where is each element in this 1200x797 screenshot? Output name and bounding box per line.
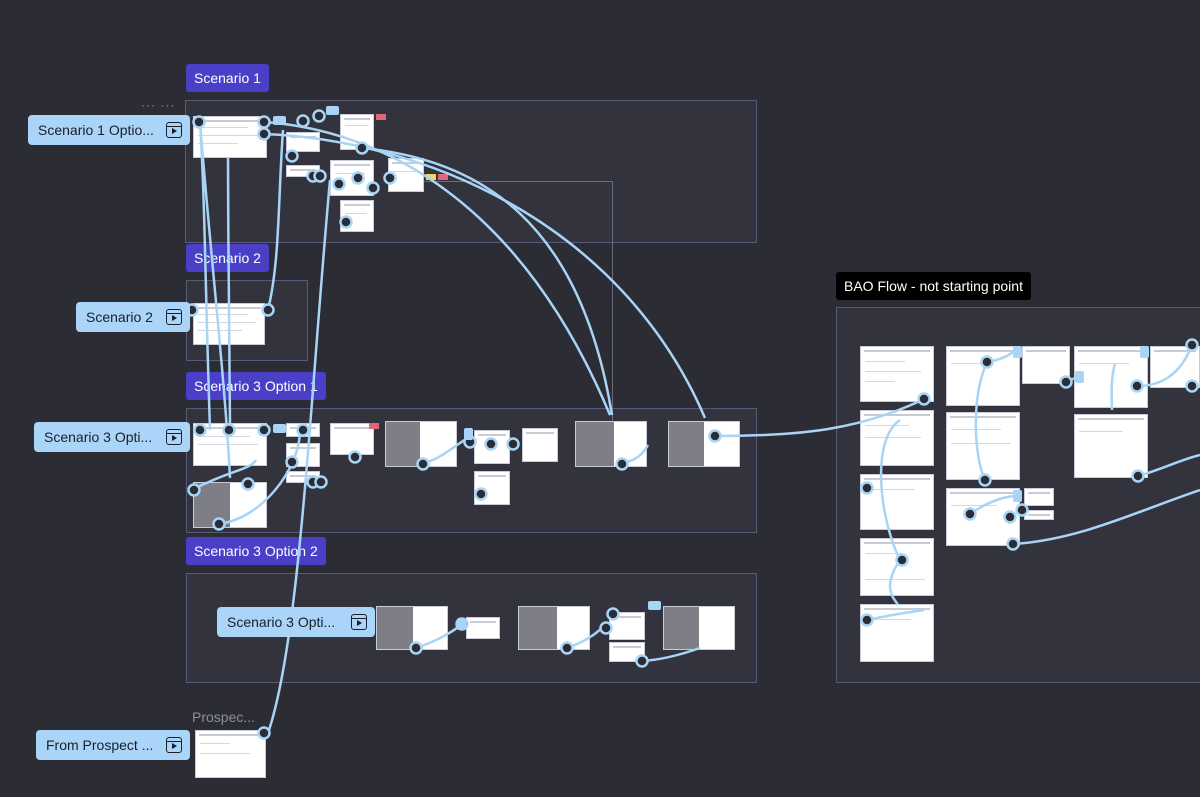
screen-frame[interactable]	[193, 423, 267, 466]
play-flow-icon[interactable]	[166, 309, 182, 325]
screen-frame[interactable]	[474, 430, 510, 464]
section-label-scenario-1[interactable]: Scenario 1	[186, 64, 269, 92]
flow-start-scenario-1[interactable]: Scenario 1 Optio...	[28, 115, 190, 145]
screen-frame[interactable]	[193, 482, 267, 528]
screen-frame[interactable]	[193, 116, 267, 158]
screen-frame[interactable]	[286, 443, 320, 467]
screen-frame[interactable]	[376, 606, 448, 650]
screen-frame[interactable]	[575, 421, 647, 467]
screen-frame[interactable]	[522, 428, 558, 462]
screen-frame[interactable]	[1150, 346, 1200, 388]
flow-start-scenario-2[interactable]: Scenario 2	[76, 302, 190, 332]
status-tag	[369, 423, 379, 429]
flow-start-label: Scenario 2	[86, 309, 153, 325]
screen-frame[interactable]	[286, 471, 320, 483]
screen-frame[interactable]	[340, 200, 374, 232]
flow-start-label: Scenario 1 Optio...	[38, 122, 154, 138]
screen-frame[interactable]	[1074, 346, 1148, 408]
screen-frame[interactable]	[609, 642, 645, 662]
section-label-scenario-3-option-1[interactable]: Scenario 3 Option 1	[186, 372, 326, 400]
screen-frame[interactable]	[668, 421, 740, 467]
screen-frame[interactable]	[474, 471, 510, 505]
screen-frame[interactable]	[1022, 346, 1070, 384]
screen-frame[interactable]	[340, 114, 374, 150]
screen-frame[interactable]	[1024, 510, 1054, 520]
screen-frame[interactable]	[330, 423, 374, 455]
screen-frame[interactable]	[946, 346, 1020, 406]
section-label-scenario-2[interactable]: Scenario 2	[186, 244, 269, 272]
screen-frame[interactable]	[860, 346, 934, 402]
screen-frame[interactable]	[609, 612, 645, 640]
screen-frame[interactable]	[663, 606, 735, 650]
screen-frame[interactable]	[286, 423, 320, 437]
play-flow-icon[interactable]	[351, 614, 367, 630]
screen-frame[interactable]	[860, 604, 934, 662]
screen-frame[interactable]	[466, 617, 500, 639]
screen-frame[interactable]	[518, 606, 590, 650]
screen-frame[interactable]	[1074, 414, 1148, 478]
connector-outline	[387, 181, 613, 422]
screen-frame[interactable]	[860, 474, 934, 530]
flow-start-label: Scenario 3 Opti...	[227, 614, 336, 630]
screen-frame[interactable]	[860, 410, 934, 466]
section-label-scenario-3-option-2[interactable]: Scenario 3 Option 2	[186, 537, 326, 565]
play-flow-icon[interactable]	[166, 429, 182, 445]
screen-frame[interactable]	[1024, 488, 1054, 506]
flow-start-label: From Prospect ...	[46, 737, 154, 753]
flow-start-label: Scenario 3 Opti...	[44, 429, 153, 445]
flow-start-scenario-3-option-1[interactable]: Scenario 3 Opti...	[34, 422, 190, 452]
screen-frame[interactable]	[195, 730, 266, 778]
flow-start-prospect[interactable]: From Prospect ...	[36, 730, 190, 760]
frame-title-prospect[interactable]: Prospec...	[192, 709, 256, 725]
screen-frame[interactable]	[286, 165, 320, 177]
screen-frame[interactable]	[385, 421, 457, 467]
screen-frame[interactable]	[330, 160, 374, 196]
screen-frame[interactable]	[193, 303, 265, 345]
screen-frame[interactable]	[286, 132, 320, 152]
screen-frame[interactable]	[946, 412, 1020, 480]
play-flow-icon[interactable]	[166, 737, 182, 753]
more-options-icon[interactable]: ··· ···	[141, 98, 176, 112]
status-tag	[426, 174, 436, 180]
screen-frame[interactable]	[860, 538, 934, 596]
screen-frame[interactable]	[946, 488, 1020, 546]
play-flow-icon[interactable]	[166, 122, 182, 138]
status-tag	[376, 114, 386, 120]
section-label-bao-flow[interactable]: BAO Flow - not starting point	[836, 272, 1031, 300]
status-tag	[438, 174, 448, 180]
flow-start-scenario-3-option-2[interactable]: Scenario 3 Opti...	[217, 607, 375, 637]
screen-frame[interactable]	[388, 158, 424, 192]
